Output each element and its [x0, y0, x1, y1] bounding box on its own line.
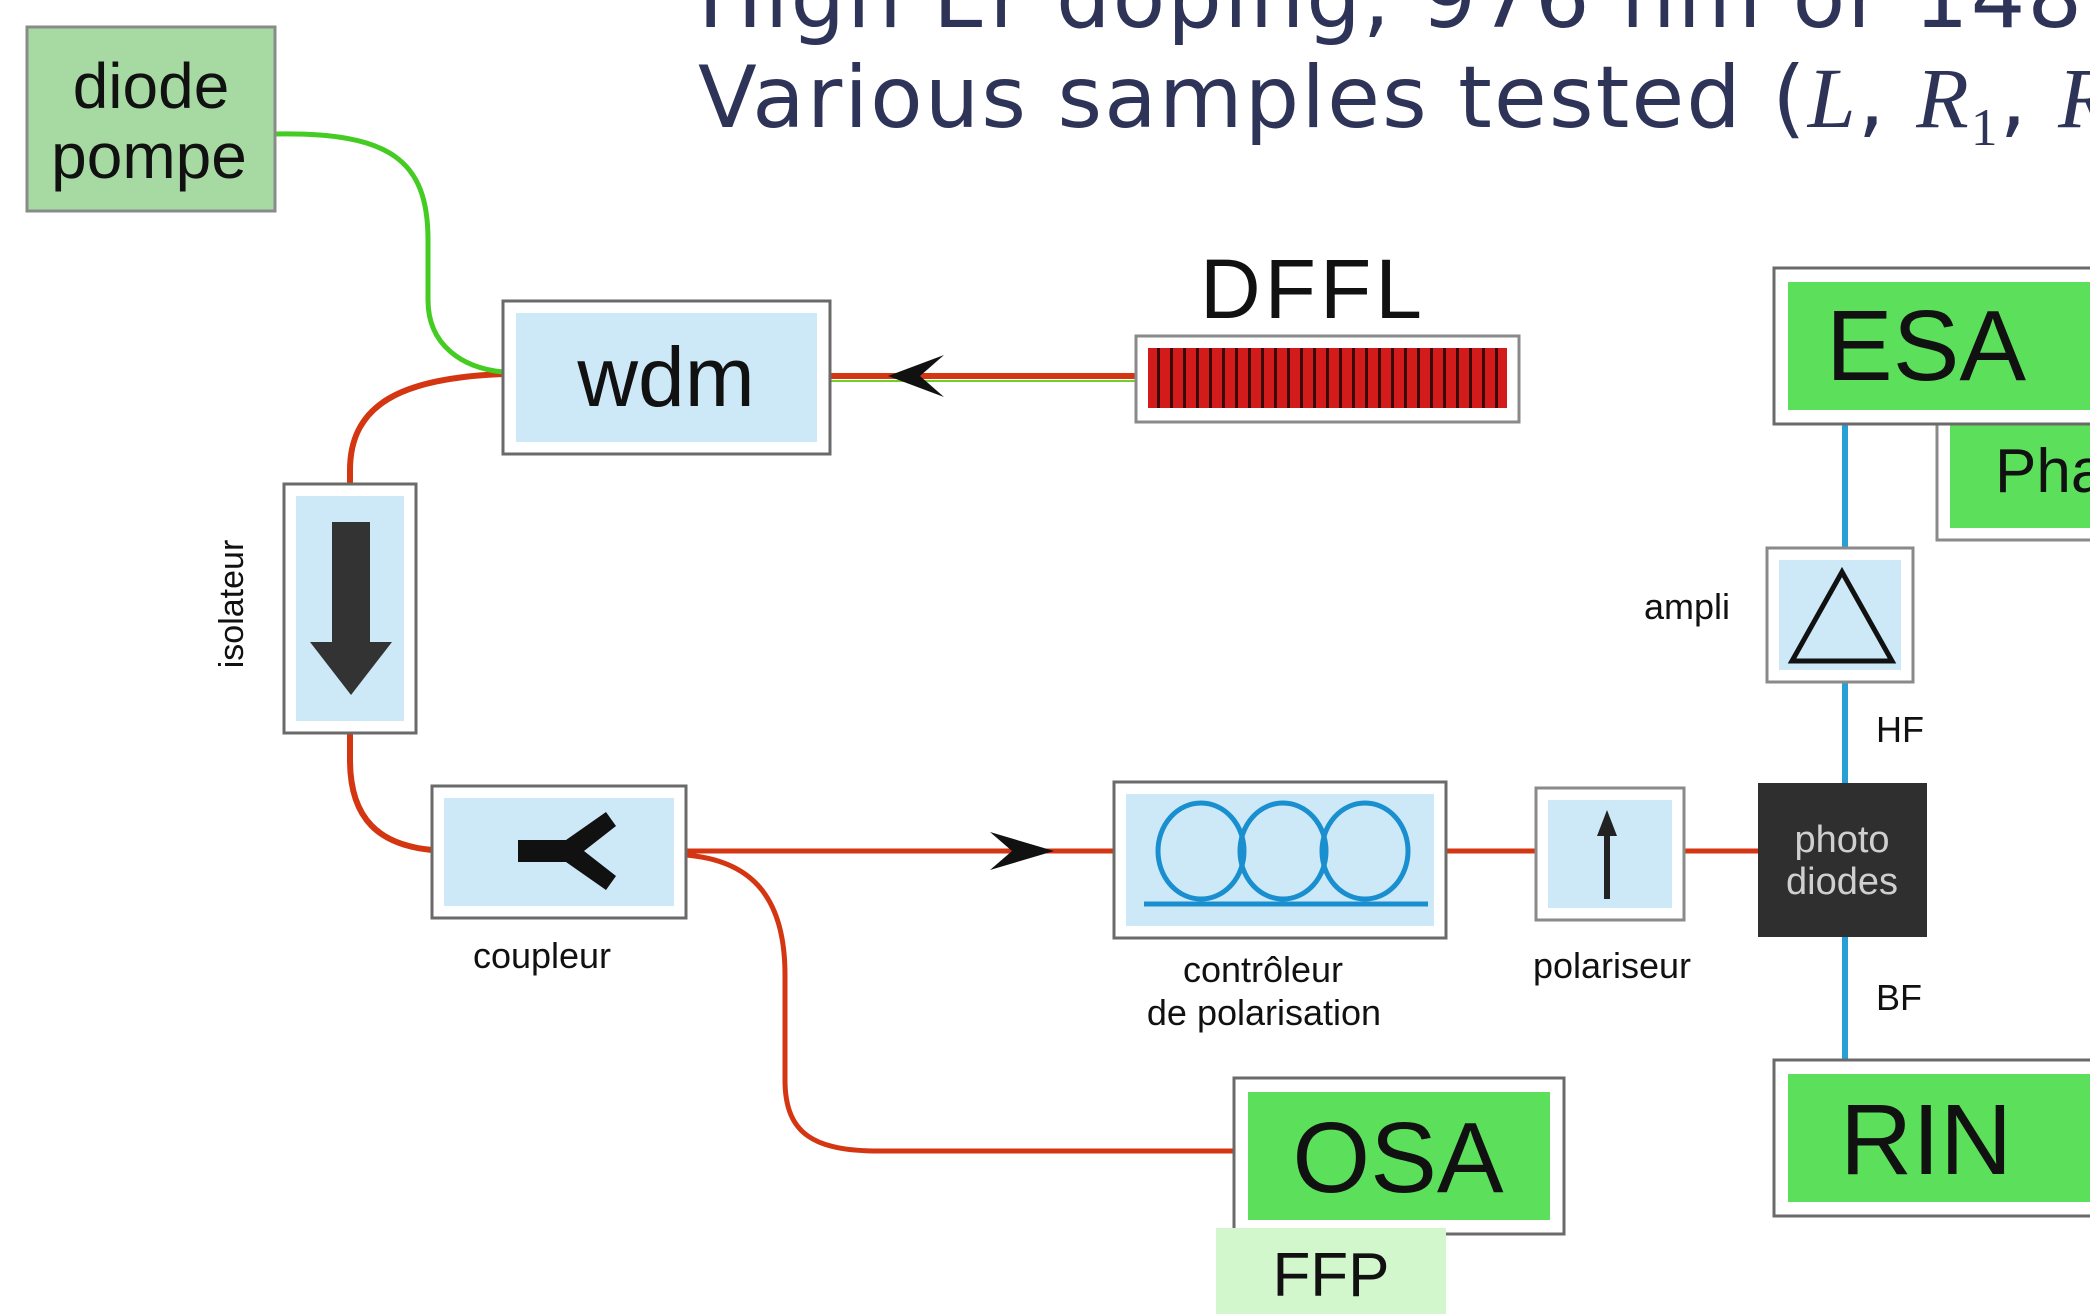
photodiodes-label-line1: photo [1794, 819, 1889, 861]
controller-label-line2: de polarisation [1147, 992, 1381, 1033]
amplifier-label: ampli [1644, 586, 1730, 627]
rin-label: RIN [1840, 1084, 2012, 1196]
esa-analyzer: ESA [1772, 266, 2090, 426]
osa-analyzer: OSA [1232, 1076, 1566, 1236]
fiber-coupler: coupleur [430, 784, 688, 976]
polarization-controller: contrôleur de polarisation [1112, 780, 1448, 1033]
subscript-1: 1 [1970, 97, 2000, 158]
symbol-R1: R [1916, 50, 1971, 146]
pump-diode: diode pompe [25, 25, 277, 213]
amplifier: ampli [1644, 546, 1915, 684]
ffp-label: FFP [1272, 1241, 1389, 1310]
symbol-R2: R [2058, 50, 2090, 146]
isolator: isolateur [213, 482, 418, 735]
dffl-label: DFFL [1200, 242, 1426, 336]
controller-label-line1: contrôleur [1183, 949, 1343, 990]
fiber-coupler-to-osa [683, 852, 1237, 1154]
symbol-L: L [1807, 50, 1858, 146]
bf-label: BF [1876, 977, 1922, 1018]
title-line-2-prefix: Various samples tested ( [698, 48, 1808, 148]
phase-label: Pha [1995, 437, 2090, 506]
fiber-wdm-to-isolator [347, 371, 506, 487]
coupler-splitter-icon [518, 812, 616, 890]
polarizer-label: polariseur [1533, 945, 1691, 986]
separator: , [1999, 48, 2059, 148]
slide-title-line-1: High Er doping, 976 nm or 148 [698, 0, 2084, 48]
fiber-isolator-to-coupler [347, 730, 435, 853]
hf-label: HF [1876, 709, 1924, 750]
isolator-label: isolateur [213, 540, 251, 669]
bragg-grating [1148, 348, 1507, 408]
slide-title-line-2: Various samples tested (L, R1, R2, [698, 48, 2090, 158]
fiber-loops-icon [1144, 800, 1428, 907]
optical-fiber-paths [347, 371, 1761, 1154]
separator: , [1857, 48, 1917, 148]
pump-fiber [274, 131, 504, 375]
arrow-left-icon [888, 355, 944, 397]
photodiodes-label-line2: diodes [1786, 861, 1898, 903]
coupler-label: coupleur [473, 935, 611, 976]
esa-label: ESA [1826, 290, 2026, 402]
down-arrow-icon [310, 522, 392, 695]
phase-noise-analyzer: Pha [1935, 406, 2090, 542]
pump-label-line1: diode [73, 50, 230, 122]
triangle-amplifier-icon [1787, 566, 1897, 664]
photodiodes: photo diodes [1758, 783, 1927, 937]
wdm-label: wdm [576, 330, 754, 424]
pump-label-line2: pompe [51, 120, 247, 192]
rin-analyzer: RIN [1772, 1058, 2090, 1218]
up-arrow-icon [1597, 810, 1617, 899]
osa-label: OSA [1292, 1102, 1503, 1214]
ffp-filter: FFP [1216, 1228, 1446, 1314]
title-line-1-text: High Er doping, 976 nm or 148 [698, 0, 2084, 48]
wdm-coupler: wdm [501, 299, 832, 456]
arrow-right-icon [990, 832, 1054, 870]
dffl-laser: DFFL [1134, 242, 1521, 424]
polarizer: polariseur [1533, 786, 1691, 986]
